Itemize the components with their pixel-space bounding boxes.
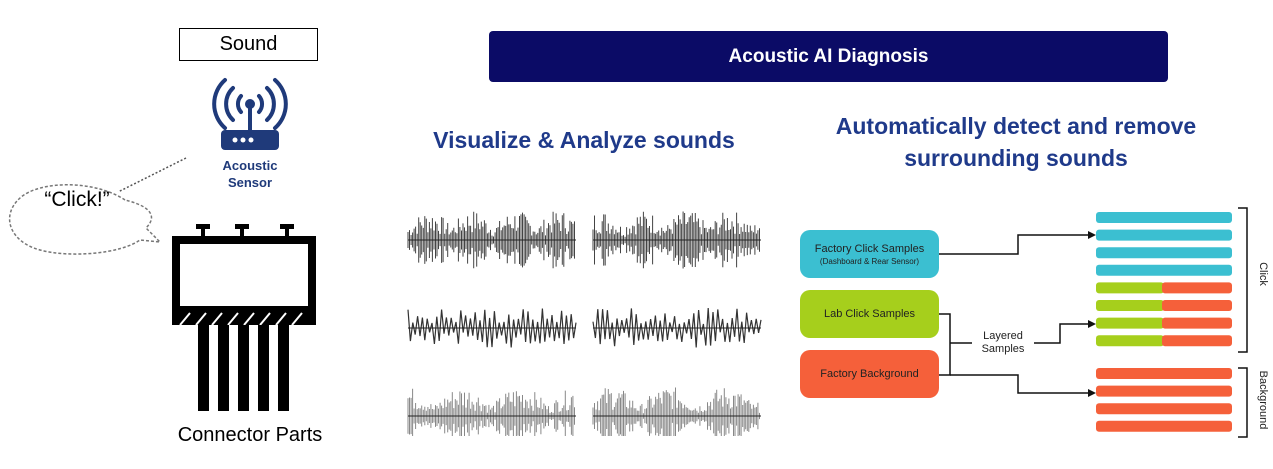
waveform-4 — [592, 308, 762, 348]
sample-bar-background — [1162, 300, 1232, 311]
sample-bar-orange — [1096, 403, 1232, 415]
visualize-title: Visualize & Analyze sounds — [433, 127, 735, 153]
arrow-factory-background — [950, 374, 1090, 394]
arrow-factory-click — [939, 234, 1090, 255]
click-speech-text: “Click!” — [44, 188, 110, 211]
sample-bar-cyan — [1096, 264, 1232, 276]
waveform-2 — [592, 211, 761, 269]
wifi-signal-icon — [212, 78, 288, 130]
click-group-label: Click — [1257, 262, 1269, 286]
node-sublabel: (Dashboard & Rear Sensor) — [819, 256, 920, 266]
detect-title-line1: Automatically detect and remove — [835, 113, 1197, 139]
arrow-layered — [1032, 323, 1090, 344]
node-label: Factory Click Samples — [814, 242, 925, 255]
sample-bar-cyan — [1096, 212, 1232, 223]
sample-bar-background — [1162, 282, 1232, 294]
acoustic-sensor-icon — [212, 78, 288, 150]
flow-diagram — [939, 207, 1248, 438]
arrowhead-3 — [1088, 389, 1096, 397]
waveform-1 — [407, 211, 576, 269]
acoustic-sensor-label: Acoustic Sensor — [205, 157, 295, 191]
sample-bar-background — [1162, 317, 1232, 329]
connector-parts-label: Connector Parts — [177, 424, 323, 446]
lab-bg-join-line — [939, 313, 951, 376]
speech-bubble-icon — [9, 157, 187, 255]
sample-bar-background — [1162, 335, 1232, 347]
layered-line2: Samples — [981, 343, 1025, 355]
waveform-3 — [407, 308, 577, 348]
layered-samples-label: Layered Samples — [972, 330, 1034, 356]
sensor-label-line2: Sensor — [227, 175, 273, 190]
sample-bar-orange — [1096, 420, 1232, 432]
sample-bar-cyan — [1096, 229, 1232, 241]
sound-label-box: Sound — [179, 28, 318, 61]
waveform-5 — [407, 388, 576, 436]
sensor-label-line1: Acoustic — [222, 158, 278, 173]
node-label: Lab Click Samples — [823, 308, 916, 320]
factory-click-samples-node: Factory Click Samples (Dashboard & Rear … — [800, 230, 939, 278]
sample-bar-cyan — [1096, 247, 1232, 259]
click-bracket — [1238, 207, 1248, 353]
sample-bar-orange — [1096, 385, 1232, 397]
arrowhead-2 — [1088, 320, 1096, 328]
waveform-grid — [407, 211, 762, 436]
factory-background-node: Factory Background — [800, 350, 939, 398]
detect-remove-title: Automatically detect and remove surround… — [800, 110, 1232, 174]
sample-bar-orange — [1096, 368, 1232, 379]
sample-bar-lab — [1096, 300, 1164, 311]
sample-bar-lab — [1096, 335, 1164, 347]
background-group-label: Background — [1257, 370, 1269, 430]
detect-title-line2: surrounding sounds — [904, 145, 1128, 171]
arrowhead-1 — [1088, 231, 1096, 239]
sample-bar-lab — [1096, 317, 1164, 329]
waveform-6 — [592, 387, 761, 436]
layered-line1: Layered — [983, 330, 1023, 342]
sample-bar-lab — [1096, 282, 1164, 294]
node-label: Factory Background — [820, 368, 919, 380]
background-bracket — [1238, 367, 1248, 438]
header-title-bar: Acoustic AI Diagnosis — [489, 31, 1168, 82]
connector-parts-icon — [172, 224, 316, 411]
lab-click-samples-node: Lab Click Samples — [800, 290, 939, 338]
